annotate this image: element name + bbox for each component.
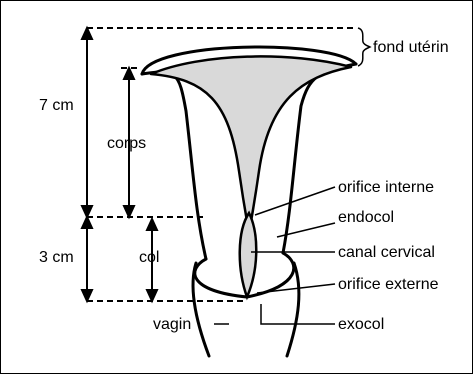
label-cervical-canal: canal cervical	[338, 244, 435, 261]
fundus-brace	[358, 28, 370, 66]
uterine-cavity	[151, 56, 351, 233]
leader-lines	[214, 187, 335, 324]
arrow-col-head-bottom	[147, 290, 157, 301]
label-external-os: orifice externe	[338, 276, 439, 293]
arrow-col-head-top	[147, 219, 157, 230]
label-fundus: fond utérin	[373, 39, 449, 56]
label-body: corps	[107, 135, 146, 152]
leader-external-os	[257, 284, 335, 293]
label-height-total: 7 cm	[39, 97, 74, 114]
cervical-canal-shape	[240, 213, 257, 297]
label-cervix: col	[139, 249, 159, 266]
label-endocervix: endocol	[338, 209, 394, 226]
arrow-corps-head-bottom	[124, 206, 134, 217]
label-height-cervix: 3 cm	[39, 249, 74, 266]
arrow-3cm-head-top	[82, 217, 92, 228]
arrow-7cm-head-top	[82, 28, 92, 39]
leader-internal-os	[255, 187, 335, 215]
label-exocervix: exocol	[338, 316, 384, 333]
label-internal-os: orifice interne	[338, 179, 434, 196]
arrow-corps-head-top	[124, 68, 134, 79]
arrow-3cm-head-bottom	[82, 290, 92, 301]
cervical-canal	[240, 213, 257, 297]
label-vagina: vagin	[153, 316, 191, 333]
